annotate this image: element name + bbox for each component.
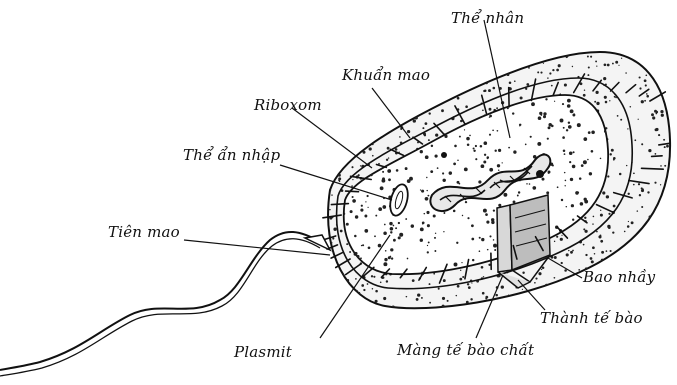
label-inclusion-body: Thể ẩn nhập <box>183 148 280 163</box>
pilus <box>652 156 663 157</box>
label-plasmid: Plasmit <box>234 345 292 360</box>
label-pili: Khuẩn mao <box>342 68 430 83</box>
label-capsule: Bao nhầy <box>583 270 655 285</box>
label-nucleoid: Thể nhân <box>451 11 524 26</box>
pilus <box>346 191 359 192</box>
label-cell-wall: Thành tế bào <box>540 311 643 326</box>
label-flagellum: Tiên mao <box>108 225 180 240</box>
label-ribosome: Riboxom <box>254 98 322 113</box>
label-cell-membrane: Màng tế bào chất <box>397 343 534 358</box>
pilus <box>642 168 664 169</box>
pilus <box>331 204 348 205</box>
